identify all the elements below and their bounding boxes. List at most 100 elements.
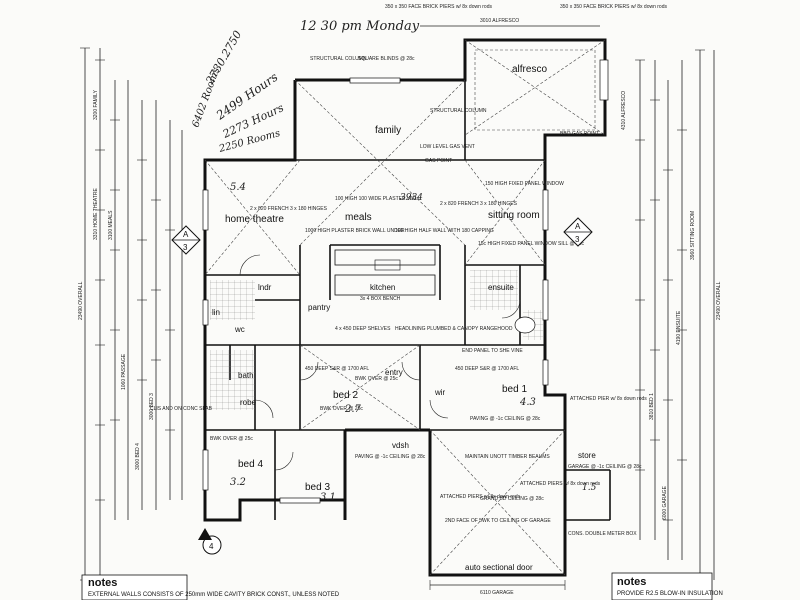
kitchen-bench <box>334 249 436 296</box>
section-a-right-number: 3 <box>575 235 580 244</box>
left-meals-dim: 3100 MEALS <box>108 210 114 240</box>
right-bed1-dim: 3810 BED 1 <box>649 393 655 420</box>
room-wir: wir <box>434 388 446 397</box>
top-right-pier-note: 350 x 350 FACE BRICK PIERS w/ 8x down ro… <box>560 4 667 10</box>
right-alfresco-dim: 4310 ALFRESCO <box>621 91 627 130</box>
left-theatre-dim: 3310 HOME THEATRE <box>93 188 99 240</box>
section-a-right-letter: A <box>575 222 581 231</box>
note-low-level-gas: LOW LEVEL GAS VENT <box>420 144 475 150</box>
garage-bottom-dimension: 6110 GARAGE <box>429 580 566 596</box>
note-maintain-timber: MAINTAIN UNOTT TIMBER BEAUMS <box>465 454 550 460</box>
right-sitting-dim: 3960 SITTING ROOM <box>690 211 696 260</box>
room-kitchen: kitchen <box>370 283 395 292</box>
note-attached-piers-left: ATTACHED PIERS w/ 8x down rods <box>440 494 521 500</box>
room-wc: wc <box>234 325 245 334</box>
room-bed4: bed 4 <box>238 459 263 470</box>
garage-dim-label: 6110 GARAGE <box>480 590 514 596</box>
note-fixed-panel: 150 HIGH FIXED PANEL WINDOW <box>485 181 564 187</box>
top-left-pier-note: 350 x 350 FACE BRICK PIERS w/ 8x down ro… <box>385 4 492 10</box>
note-bwk-over-1: BWK OVER @ 25c <box>355 376 398 382</box>
note-structural-column-mid: STRUCTURAL COLUMN <box>430 108 487 114</box>
left-bed3-dim: 3000 BED 3 <box>149 393 155 420</box>
top-annotations: 350 x 350 FACE BRICK PIERS w/ 8x down ro… <box>385 4 667 27</box>
hand-bed4-area: 3.2 <box>230 477 246 488</box>
right-overall-dim: 23490 OVERALL <box>716 281 722 320</box>
handwritten-room-areas: 3934 5.4 2.7 3.1 3.2 4.3 1.5 <box>230 182 597 503</box>
note-garage-ceiling: 2ND FACE OF 5WK TO CEILING OF GARAGE <box>445 518 551 524</box>
room-sitting-room: sitting room <box>488 210 540 221</box>
hand-bed3-area: 3.1 <box>320 492 336 503</box>
room-bed1: bed 1 <box>502 384 527 395</box>
note-meter-box: CONS. DOUBLE METER BOX <box>568 531 637 537</box>
note-fixed-panel-lower: 15c HIGH FIXED PANEL WINDOW SILL @ 15c <box>478 241 585 247</box>
hand-family-area: 3934 <box>400 193 423 203</box>
room-bed3: bed 3 <box>305 482 330 493</box>
right-garage-dim: 6000 GARAGE <box>662 485 668 520</box>
note-deep-shelf-2: 450 DEEP S&R @ 1700 AFL <box>455 366 519 372</box>
hand-bed1-area: 4.3 <box>519 397 536 408</box>
left-bed4-dim: 3000 BED 4 <box>135 443 141 470</box>
room-entry: entry <box>385 368 403 377</box>
left-overall-dim: 23490 OVERALL <box>78 281 84 320</box>
ceiling-diagonals <box>204 79 566 576</box>
room-robe: robe <box>240 398 257 407</box>
section-marker-left: A 3 <box>171 225 201 255</box>
room-ensuite: ensuite <box>488 283 514 292</box>
note-half-wall: 100 HIGH HALF WALL WITH 180 CAPPING <box>395 228 494 234</box>
note-deep-shelf-1: 450 DEEP S&R @ 1700 AFL <box>305 366 369 372</box>
room-linen: lin <box>212 308 220 317</box>
room-bed2: bed 2 <box>333 390 358 401</box>
room-alfresco: alfresco <box>512 64 547 75</box>
section-marker-right: A 3 <box>563 217 593 247</box>
internal-walls <box>205 80 611 521</box>
note-bbq-gas: BBQ GAS POINT <box>560 131 599 137</box>
windows <box>202 59 609 504</box>
room-labels: family alfresco home theatre meals sitti… <box>212 64 596 493</box>
note-structural-column-top: STRUCTURAL COLUMN <box>310 56 367 62</box>
left-passage-dim: 1060 PASSAGE <box>121 353 127 390</box>
north-marker-number: 4 <box>209 542 214 551</box>
room-meals: meals <box>345 212 372 223</box>
tiled-areas <box>210 270 543 410</box>
notes-left-body: EXTERNAL WALLS CONSISTS OF 250mm WIDE CA… <box>88 592 340 598</box>
note-kitchen-bench: 3x 4 BOX BENCH <box>360 296 401 302</box>
note-square-blinds: SQUARE BLINDS @ 28c <box>358 56 415 62</box>
room-pantry: pantry <box>308 303 330 312</box>
room-lndr: lndr <box>258 283 272 292</box>
door-swings <box>239 254 521 471</box>
handwritten-time-note: 12 30 pm Monday <box>300 19 420 34</box>
note-gas-point: GAS POINT <box>425 158 452 164</box>
hand-theatre-area: 5.4 <box>230 182 246 193</box>
section-a-left-number: 3 <box>183 243 188 252</box>
note-attached-pier-right: ATTACHED PIER w/ 8x down rods <box>570 396 647 402</box>
note-attached-piers-mid: ATTACHED PIERS w/ 8x down rods <box>520 481 601 487</box>
note-plaster-wall: 100 HIGH 100 WIDE PLASTER WALL <box>335 196 421 202</box>
note-shelves: 4 x 450 DEEP SHELVES <box>335 326 391 332</box>
notes-left-title: notes <box>88 577 117 589</box>
hand-store-area: 1.5 <box>582 483 597 493</box>
hand-bed2-area: 2.7 <box>344 404 362 415</box>
note-brick-wall-under: 1000 HIGH PLASTER BRICK WALL UNDER <box>305 228 405 234</box>
notes-right: notes PROVIDE R2.5 BLOW-IN INSULATION <box>611 572 723 600</box>
north-arrow-icon: 4 <box>198 528 222 555</box>
note-paving-2: PAVING @ -1c CEILING @ 28c <box>470 416 541 422</box>
room-home-theatre: home theatre <box>225 214 284 225</box>
notes-right-title: notes <box>617 576 646 588</box>
note-clothes-line: CLIS AND ON CONC SLAB <box>150 406 213 412</box>
note-rangehood: HEADLINING PLUMBED & CANOPY RANGEHOOD <box>395 326 513 332</box>
note-store-ceiling: GARAGE @ -1c CEILING @ 28c <box>568 464 642 470</box>
top-alfresco-dim: 3010 ALFRESCO <box>480 18 519 24</box>
note-bwk-over-3: BWK OVER @ 25c <box>210 436 253 442</box>
room-family: family <box>375 125 401 136</box>
note-auto-door: auto sectional door <box>465 563 533 572</box>
notes-left: notes EXTERNAL WALLS CONSISTS OF 250mm W… <box>81 574 340 600</box>
alfresco-roof-lines <box>464 39 606 136</box>
right-dimension-strings: 23490 OVERALL 4310 ALFRESCO 3960 SITTING… <box>621 49 722 581</box>
left-family-dim: 3200 FAMILY <box>93 89 99 120</box>
annotations: STRUCTURAL COLUMN SQUARE BLINDS @ 28c ST… <box>150 56 647 572</box>
note-paving-1: PAVING @ -1c CEILING @ 28c <box>355 454 426 460</box>
note-french-doors-left: 2 x 820 FRENCH 3 x 180 HINGES <box>250 206 328 212</box>
note-end-panel: END PANEL TO SHE VINE <box>462 348 523 354</box>
